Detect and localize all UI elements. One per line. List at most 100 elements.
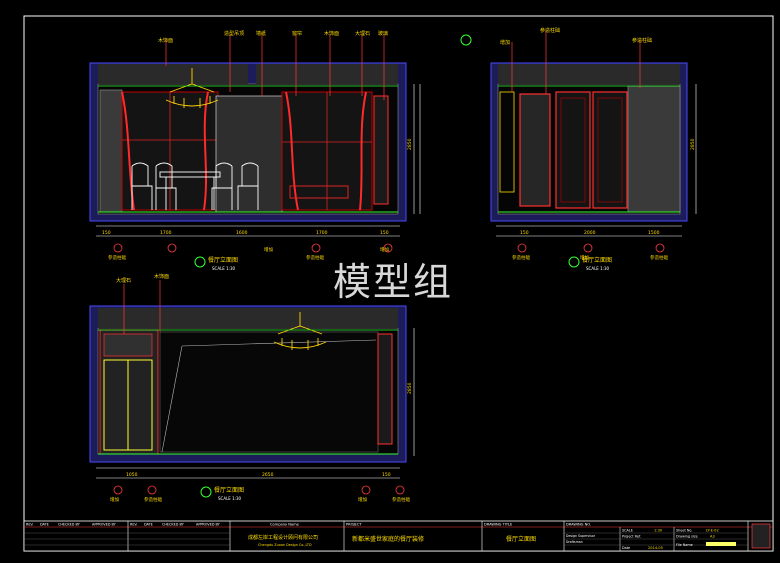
cabinet-glass-2b (597, 97, 623, 203)
ceiling-hatch-3 (98, 308, 398, 328)
rev-header-7: APPROVED BY (196, 523, 221, 527)
rev-header-1: DATE (40, 523, 49, 527)
section-1-3: 增加 (380, 246, 389, 253)
cabinet-door-2b (592, 91, 628, 209)
file-name-label: File Name (676, 543, 693, 547)
side-panel-3 (377, 333, 393, 445)
rev-header-4: REV. (130, 523, 137, 527)
view-marker-1 (194, 256, 206, 268)
section-3-2: 增加 (358, 496, 367, 503)
dim-3-0: 1050 (126, 472, 138, 478)
dim-2-3: 2850 (690, 138, 696, 150)
scale-value: 1:30 (654, 529, 663, 533)
section-2-2: 参造柱础 (650, 254, 668, 261)
view-marker-3 (200, 486, 212, 498)
view-scale-1: SCALE 1:30 (212, 266, 236, 271)
door-panel-2a (519, 93, 551, 207)
company-en: Chengdu Zuoan Design Co.,LTD (258, 543, 312, 547)
drawing-title-label: DRAWING TITLE (484, 523, 513, 527)
date-label: Date (622, 546, 630, 550)
section-1-0: 参造柱础 (108, 254, 126, 261)
elevation-view-3 (89, 280, 415, 498)
callout-leaders-1 (165, 34, 385, 100)
plain-wall-3 (159, 331, 379, 453)
callout-2-2: 参造柱础 (632, 37, 652, 44)
chandelier-3 (273, 312, 327, 350)
mesh-panel-center-1 (215, 95, 283, 213)
section-marks-3 (113, 485, 405, 495)
curtain-3 (285, 91, 299, 211)
view-title-2: 餐厅立面图 (582, 256, 612, 264)
dining-set-1 (131, 162, 259, 210)
dim-1-2: 1600 (236, 230, 248, 236)
dim-3-3: 2850 (407, 382, 413, 394)
dim-1-3: 1700 (316, 230, 328, 236)
ceiling-hatch-1a (98, 64, 248, 84)
sheet-label: Sheet No. (676, 529, 693, 533)
dim-3-2: 150 (382, 472, 391, 478)
callout-2-1: 参造柱础 (540, 27, 560, 34)
view-scale-2: SCALE 1:30 (586, 266, 610, 271)
dim-1-5: 2850 (407, 138, 413, 150)
elevation-view-1 (89, 34, 421, 268)
company-logo (751, 523, 771, 549)
view-marker-2 (568, 256, 580, 268)
stone-panel-left-1 (99, 89, 123, 213)
project-ref-label: Project Ref. (622, 535, 641, 539)
section-2-0: 参造柱础 (512, 254, 530, 261)
section-2-1: 增加 (580, 254, 589, 261)
view-scale-3: SCALE 1:30 (218, 496, 242, 501)
section-flag-2 (460, 34, 472, 46)
project-name: 新都米盛世家庭的餐厅装修 (352, 535, 424, 543)
chandelier-1 (165, 68, 219, 108)
section-marks-2 (517, 243, 665, 253)
company-cn: 成都左岸工程设计顾问有限公司 (248, 534, 318, 541)
callout-1-2: 墙纸 (256, 30, 266, 37)
drawing-size-value: A3 (710, 535, 715, 539)
drawing-no-label: DRAWING NO. (566, 523, 591, 527)
upper-cabinet-3 (103, 333, 153, 357)
callout-1-0: 木饰面 (158, 37, 173, 44)
design-label: Design Supervisor (566, 534, 596, 538)
callout-1-6: 玻璃 (378, 30, 388, 37)
side-panel-right-1 (373, 95, 389, 205)
dim-2-2: 1500 (648, 230, 660, 236)
draftsman-label: Draftsman (566, 540, 583, 544)
diagonal-3a (161, 345, 183, 453)
date-value: 2014.05 (648, 546, 663, 550)
rev-header-5: DATE (144, 523, 153, 527)
drawing-title: 餐厅立面图 (506, 535, 536, 543)
section-1-1: 增加 (264, 246, 273, 253)
cabinet-glass-2a (560, 97, 586, 203)
callout-leaders-3 (123, 280, 161, 334)
scale-label: SCALE (622, 529, 633, 533)
drawing-size-label: Drawing size (676, 535, 698, 539)
rev-header-6: CHECKED BY (162, 523, 185, 527)
section-1-2: 参造柱础 (306, 254, 324, 261)
callout-3-1: 木饰面 (154, 273, 169, 280)
diagonal-3b (181, 339, 377, 347)
ceiling-hatch-1b (256, 64, 398, 84)
rev-header-3: APPROVED BY (92, 523, 117, 527)
ceiling-hatch-2 (498, 64, 680, 84)
callout-1-1: 造型吊顶 (224, 30, 244, 37)
elevation-view-2 (460, 30, 697, 268)
view-title-3: 餐厅立面图 (214, 486, 244, 494)
bench-1 (289, 185, 349, 199)
side-frame-2 (499, 91, 515, 193)
callout-3-0: 大理石 (116, 277, 131, 284)
stone-panel-right-2 (627, 85, 681, 213)
dim-1-1: 1700 (160, 230, 172, 236)
rev-header-2: CHECKED BY (58, 523, 81, 527)
callout-1-4: 木饰面 (324, 30, 339, 37)
dim-2-0: 150 (520, 230, 529, 236)
watermark-text: 模型组 (332, 260, 453, 304)
sheet-value: LY-E-02 (706, 529, 719, 533)
callout-1-3: 窗帘 (292, 30, 302, 37)
callout-2-0: 增加 (500, 39, 510, 46)
section-3-3: 参造柱础 (392, 496, 410, 503)
dim-2-1: 2000 (584, 230, 596, 236)
project-label: PROJECT (346, 523, 362, 527)
view-title-1: 餐厅立面图 (208, 256, 238, 264)
